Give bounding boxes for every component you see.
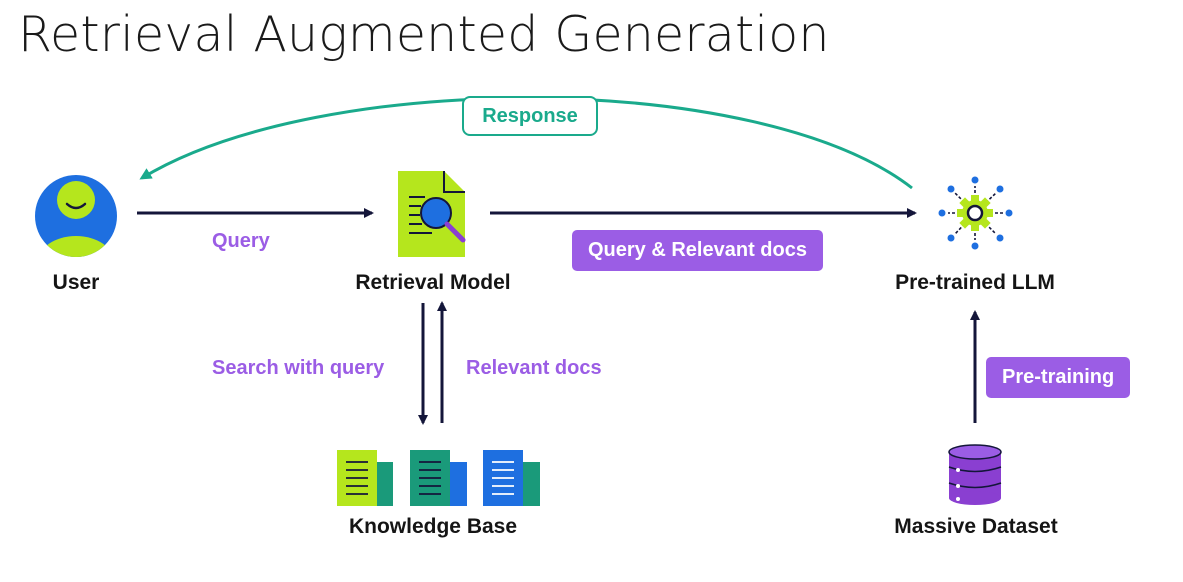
page-title: Retrieval Augmented Generation <box>18 6 830 63</box>
query-relevant-docs-label: Query & Relevant docs <box>572 230 823 271</box>
retrieval-model-label: Retrieval Model <box>355 271 511 294</box>
document-search-icon <box>398 171 466 257</box>
dataset-label: Massive Dataset <box>894 515 1058 538</box>
pre-training-label: Pre-training <box>986 357 1131 398</box>
query-label: Query <box>212 230 270 252</box>
llm-label: Pre-trained LLM <box>895 271 1055 294</box>
knowledge-base-label: Knowledge Base <box>348 515 518 538</box>
relevant-docs-label: Relevant docs <box>466 357 602 379</box>
search-with-query-label: Search with query <box>212 357 385 379</box>
user-label: User <box>52 271 100 294</box>
neural-gear-icon <box>938 176 1013 250</box>
response-label: Response <box>462 96 598 136</box>
knowledge-base-icon <box>337 450 540 506</box>
database-icon <box>948 444 1002 505</box>
user-icon <box>35 175 117 257</box>
